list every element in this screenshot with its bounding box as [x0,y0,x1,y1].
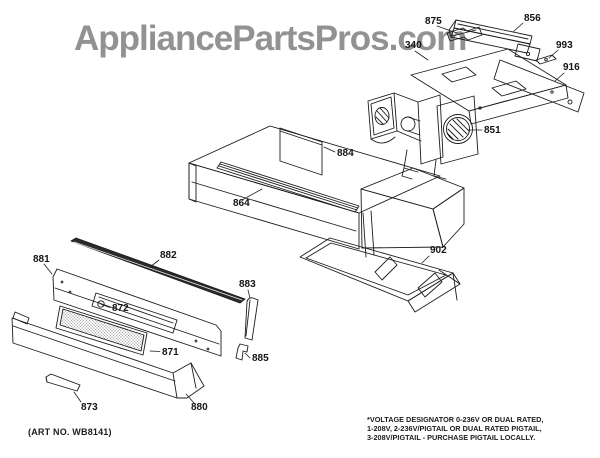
part-880-front-panel [11,311,205,399]
part-882-trim-strip [70,237,246,304]
part-label-856: 856 [524,13,541,24]
voltage-note-line-2: 1-208V, 2-236V/PIGTAIL OR DUAL RATED PIG… [367,423,542,433]
part-label-885: 885 [252,353,269,364]
duct-assembly-884 [188,125,465,258]
part-881-back-panel [52,268,222,357]
part-856-grille-cover [448,19,541,62]
part-label-883: 883 [239,279,256,290]
part-885-bracket [235,343,249,361]
part-875-bracket [446,26,483,42]
part-340-top-plate [410,48,569,125]
part-label-872: 872 [112,303,129,314]
part-873-strip [45,373,81,392]
part-label-916: 916 [563,62,580,73]
part-label-902: 902 [430,245,447,256]
part-labels: 875 856 993 916 340 851 884 864 902 882 … [33,13,580,413]
part-label-871: 871 [162,347,179,358]
part-label-881: 881 [33,254,50,265]
part-label-340: 340 [405,40,422,51]
part-label-882: 882 [160,250,177,261]
part-label-851: 851 [484,125,501,136]
part-label-875: 875 [425,16,442,27]
part-label-880: 880 [191,402,208,413]
part-883-end-cap [244,297,259,341]
part-864-louver-vent [216,161,360,213]
part-993-clip [535,54,557,65]
voltage-note-line-3: 3-208V/PIGTAIL - PURCHASE PIGTAIL LOCALL… [367,432,536,442]
watermark-text: AppliancePartsPros.com [74,19,467,58]
voltage-designator-note: *VOLTAGE DESIGNATOR 0-236V OR DUAL RATED… [367,415,544,442]
part-916-panel [493,59,585,113]
leader-lines [43,22,565,404]
part-label-884: 884 [337,148,354,159]
part-871-filter [55,305,148,356]
part-label-873: 873 [81,402,98,413]
part-label-864: 864 [233,198,250,209]
part-902-tray [299,237,461,313]
part-872-screw [97,300,111,308]
voltage-note-line-1: *VOLTAGE DESIGNATOR 0-236V OR DUAL RATED… [367,415,544,424]
art-number: (ART NO. WB8141) [28,427,112,437]
part-851-blower-assembly [367,92,479,180]
part-label-993: 993 [556,40,573,51]
